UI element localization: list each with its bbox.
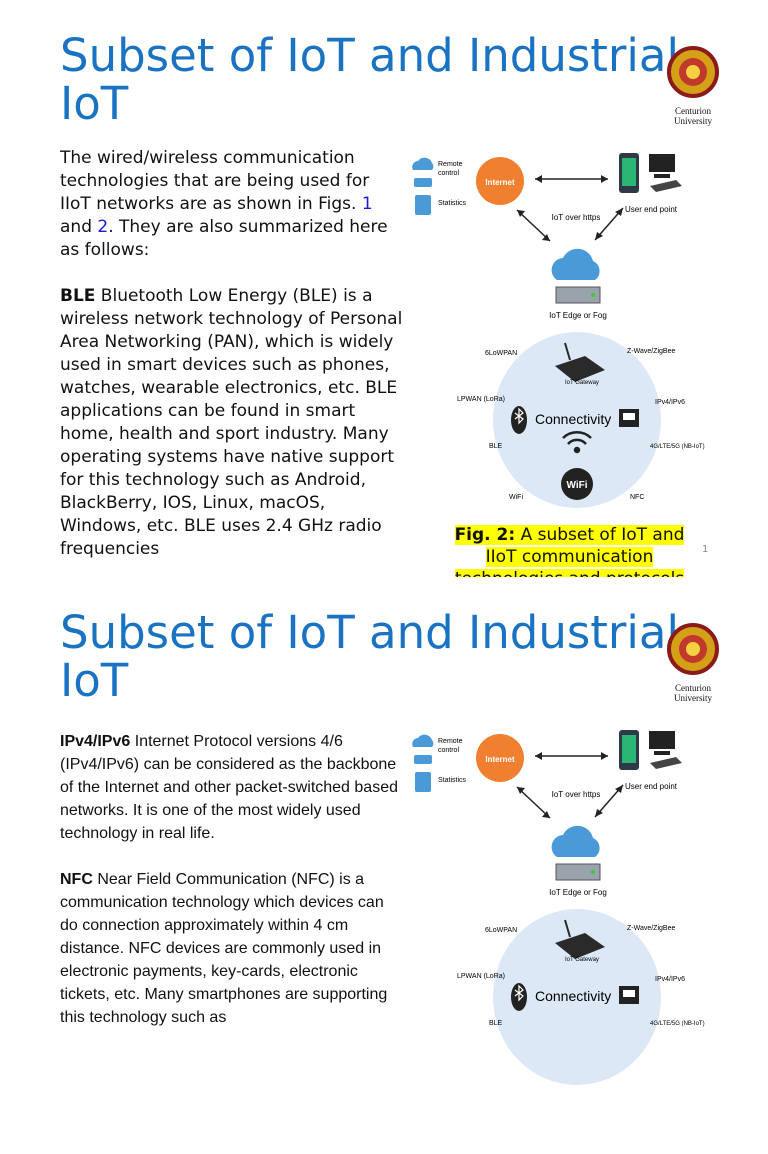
keyboard-icon <box>650 180 682 192</box>
logo-line-2: University <box>674 693 712 703</box>
cellular-label: 4G/LTE/5G (NB-IoT) <box>650 1021 705 1027</box>
remote-control-label-2: control <box>438 170 459 177</box>
ble-label: BLE <box>489 443 503 450</box>
slide-2: Subset of IoT and Industrial IoT Centuri… <box>0 577 768 1154</box>
lpwan-label: LPWAN (LoRa) <box>457 396 505 403</box>
edge-cloud-icon <box>551 825 600 857</box>
stats-icon <box>415 772 431 792</box>
desktop-icon <box>649 154 675 172</box>
server-icon <box>555 863 601 881</box>
connectivity-label: Connectivity <box>535 988 611 1004</box>
intro-text-b: and <box>60 217 98 237</box>
stats-icon <box>415 195 431 215</box>
intro-text-c: . They are also summarized here as follo… <box>60 217 388 260</box>
wifi-label: WiFi <box>509 494 523 501</box>
bidirectional-arrow-icon <box>535 175 608 183</box>
nfc-paragraph: NFC Near Field Communication (NFC) is a … <box>60 868 400 1029</box>
cloud-icon <box>412 734 434 747</box>
iot-gateway-label: IoT Gateway <box>565 957 599 963</box>
slide-1: Subset of IoT and Industrial IoT Centuri… <box>60 29 720 577</box>
ipv4-term: IPv4/IPv6 <box>60 733 131 750</box>
gateway-router-icon <box>555 342 605 382</box>
slide-title: Subset of IoT and Industrial IoT <box>60 29 680 130</box>
university-logo: Centurion University <box>666 42 720 130</box>
ipv4-paragraph: IPv4/IPv6 Internet Protocol versions 4/6… <box>60 730 400 845</box>
university-logo: Centurion University <box>666 619 720 707</box>
remote-control-label-2: control <box>438 747 459 754</box>
iot-edge-fog-label: IoT Edge or Fog <box>549 311 607 320</box>
figure-caption: Fig. 2: A subset of IoT and IIoT communi… <box>437 524 702 577</box>
zwave-zigbee-label: Z-Wave/ZigBee <box>627 925 675 932</box>
bluetooth-icon <box>511 406 527 434</box>
lpwan-label: LPWAN (LoRa) <box>457 973 505 980</box>
desktop-icon <box>649 731 675 749</box>
ble-paragraph: BLE Bluetooth Low Energy (BLE) is a wire… <box>60 285 405 561</box>
iot-connectivity-figure: Remote control Statistics Internet User … <box>412 730 705 1085</box>
6lowpan-label: 6LoWPAN <box>485 350 517 357</box>
connectivity-label: Connectivity <box>535 411 611 427</box>
server-icon <box>555 286 601 304</box>
logo-line-1: Centurion <box>675 106 711 116</box>
iot-over-https-label: IoT over https <box>552 790 601 799</box>
nfc-text: Near Field Communication (NFC) is a comm… <box>60 871 388 1026</box>
body-text: The wired/wireless communication technol… <box>60 147 405 577</box>
diagonal-arrows-icon <box>516 784 624 819</box>
6lowpan-label: 6LoWPAN <box>485 927 517 934</box>
iot-connectivity-figure: Remote control Statistics Internet User … <box>412 153 705 508</box>
logo-line-1: Centurion <box>675 683 711 693</box>
bluetooth-icon <box>511 983 527 1011</box>
ipv4-ipv6-label: IPv4/IPv6 <box>655 399 685 406</box>
intro-text-a: The wired/wireless communication technol… <box>60 148 370 214</box>
keyboard-icon <box>650 757 682 769</box>
edge-cloud-icon <box>551 248 600 280</box>
iot-edge-fog-label: IoT Edge or Fog <box>549 888 607 897</box>
internet-icon <box>476 734 524 782</box>
ipv4-ipv6-label: IPv4/IPv6 <box>655 976 685 983</box>
nfc-label: NFC <box>630 494 644 501</box>
router-icon <box>414 755 432 764</box>
remote-control-label: Remote <box>438 161 463 168</box>
statistics-label: Statistics <box>438 777 467 784</box>
zwave-zigbee-label: Z-Wave/ZigBee <box>627 348 675 355</box>
slide-title: Subset of IoT and Industrial IoT <box>60 606 680 707</box>
university-seal-icon <box>667 623 719 675</box>
iot-gateway-label: IoT Gateway <box>565 380 599 386</box>
remote-control-label: Remote <box>438 738 463 745</box>
caption-label: Fig. 2: <box>454 525 516 545</box>
wifi-logo-icon <box>561 468 593 500</box>
diagonal-arrows-icon <box>516 207 624 242</box>
wifi-signal-icon <box>562 431 592 454</box>
internet-label: Internet <box>485 178 515 187</box>
bidirectional-arrow-icon <box>535 752 608 760</box>
logo-line-2: University <box>674 116 712 126</box>
wifi-logo-label: WiFi <box>566 480 587 491</box>
user-end-point-label: User end point <box>625 205 678 214</box>
gateway-router-icon <box>555 919 605 959</box>
internet-icon <box>476 157 524 205</box>
nfc-term: NFC <box>60 871 93 888</box>
iot-over-https-label: IoT over https <box>552 213 601 222</box>
university-seal-icon <box>667 46 719 98</box>
fig-2-link[interactable]: 2 <box>97 217 109 237</box>
connectivity-circle <box>493 332 661 508</box>
statistics-label: Statistics <box>438 200 467 207</box>
fig-1-link[interactable]: 1 <box>361 194 373 214</box>
body-text: IPv4/IPv6 Internet Protocol versions 4/6… <box>60 730 400 1154</box>
router-icon <box>414 178 432 187</box>
internet-label: Internet <box>485 755 515 764</box>
caption-text: A subset of IoT and IIoT communication t… <box>455 525 685 577</box>
cellular-label: 4G/LTE/5G (NB-IoT) <box>650 444 705 450</box>
intro-paragraph: The wired/wireless communication technol… <box>60 147 405 262</box>
ble-text: Bluetooth Low Energy (BLE) is a wireless… <box>60 286 403 559</box>
cloud-icon <box>412 157 434 170</box>
page-number: 1 <box>702 544 709 555</box>
ipv4-text: Internet Protocol versions 4/6 (IPv4/IPv… <box>60 733 398 842</box>
user-end-point-label: User end point <box>625 782 678 791</box>
ble-term: BLE <box>60 286 96 306</box>
